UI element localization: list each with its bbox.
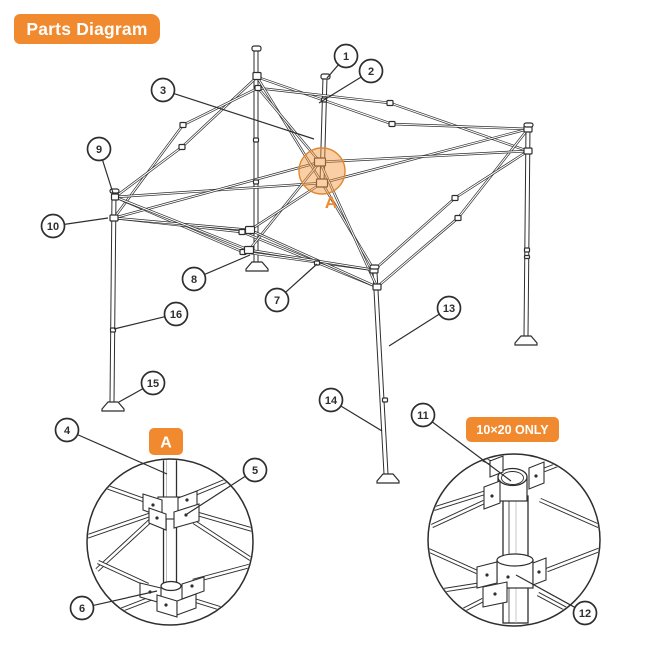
detail-b-badge xyxy=(466,417,559,442)
frame-joint xyxy=(252,179,260,185)
page-title-badge: Parts Diagram xyxy=(14,14,160,44)
frame-joint xyxy=(523,147,533,155)
frame-joint xyxy=(252,71,262,81)
frame-joint xyxy=(386,99,394,107)
callout-7 xyxy=(264,287,290,313)
frame-joint xyxy=(179,121,187,129)
detail-circle-a: A xyxy=(86,428,254,626)
frame-joint xyxy=(388,120,396,128)
callout-7-number: 7 xyxy=(274,295,280,307)
frame-joint xyxy=(178,143,186,151)
callout-4-number: 4 xyxy=(64,425,71,437)
callout-15-number: 15 xyxy=(147,378,159,390)
frame-joint xyxy=(315,178,329,188)
frame-joint xyxy=(254,84,262,92)
leg-foot xyxy=(514,335,538,346)
leg-foot xyxy=(101,401,125,412)
callout-10 xyxy=(40,213,66,239)
highlight-label: A xyxy=(325,193,337,212)
frame-joint xyxy=(451,194,459,202)
callout-3 xyxy=(150,77,176,103)
callout-1 xyxy=(333,43,359,69)
callout-2-number: 2 xyxy=(368,66,374,78)
detail-circle-b: 10×20 ONLY xyxy=(427,417,601,627)
callout-10-number: 10 xyxy=(47,221,59,233)
callout-5-number: 5 xyxy=(252,465,258,477)
pole-cap xyxy=(523,122,534,128)
frame-joint xyxy=(243,245,255,255)
callout-4 xyxy=(54,417,80,443)
callout-13 xyxy=(436,295,462,321)
detail-a-badge-label: A xyxy=(160,434,172,451)
frame-joint xyxy=(523,247,531,253)
frame-joint xyxy=(244,225,256,235)
frame-joint xyxy=(110,193,120,201)
callout-1-number: 1 xyxy=(343,51,349,63)
frame-joint xyxy=(523,254,531,260)
callout-11-number: 11 xyxy=(417,410,429,422)
frame-joint xyxy=(109,214,119,222)
callout-15 xyxy=(140,370,166,396)
detail-a-badge xyxy=(149,428,183,455)
frame-joint xyxy=(381,397,389,403)
leg-foot xyxy=(245,261,269,272)
highlight-area-a xyxy=(298,147,346,195)
page-title: Parts Diagram xyxy=(26,18,148,39)
callout-8-number: 8 xyxy=(191,274,197,286)
callout-16 xyxy=(163,301,189,327)
callout-6-number: 6 xyxy=(79,603,85,615)
frame-joint xyxy=(238,228,246,236)
callout-9-number: 9 xyxy=(96,144,102,156)
frame-joint xyxy=(313,260,321,266)
frame-joint xyxy=(252,137,260,143)
frame-joint xyxy=(372,283,382,291)
callout-16-number: 16 xyxy=(170,309,182,321)
frame-joint xyxy=(454,214,462,222)
pole-cap xyxy=(369,264,380,270)
callout-6 xyxy=(69,595,95,621)
frame-joint xyxy=(313,157,327,167)
leg-foot xyxy=(376,473,400,484)
callout-8 xyxy=(181,266,207,292)
callout-12 xyxy=(572,600,598,626)
callout-3-number: 3 xyxy=(160,85,166,97)
callout-5 xyxy=(242,457,268,483)
callout-11 xyxy=(410,402,436,428)
detail-b-badge-label: 10×20 ONLY xyxy=(476,423,549,437)
callout-2 xyxy=(358,58,384,84)
callout-14-number: 14 xyxy=(325,395,338,407)
pole-cap xyxy=(251,45,262,52)
callout-14 xyxy=(318,387,344,413)
callout-13-number: 13 xyxy=(443,303,455,315)
callout-12-number: 12 xyxy=(579,608,591,620)
callout-9 xyxy=(86,136,112,162)
